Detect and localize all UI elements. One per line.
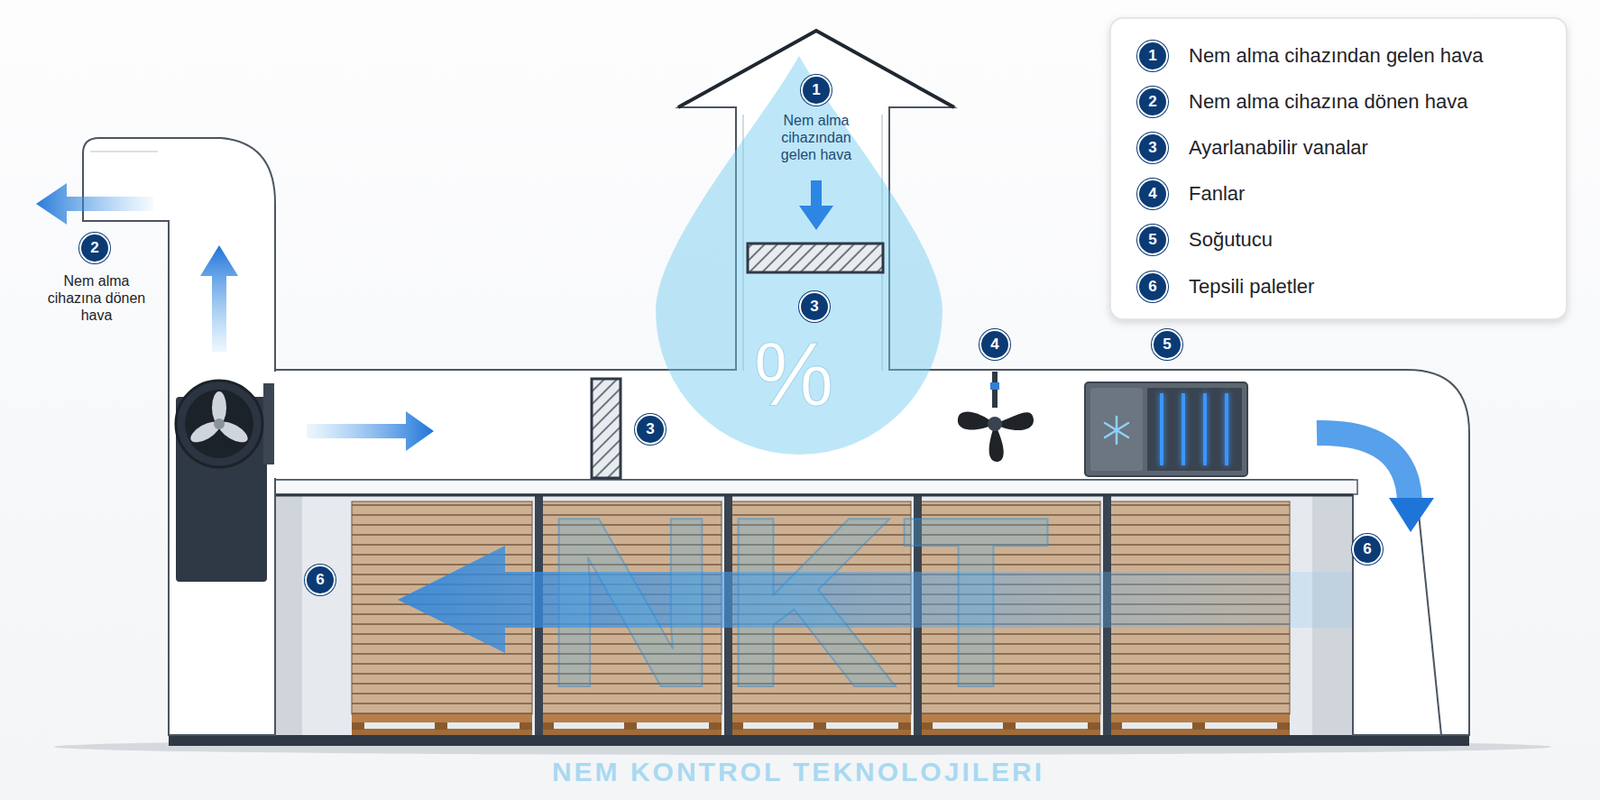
- chimney-roof: [678, 30, 955, 108]
- cooler-unit: [1104, 422, 1129, 438]
- legend-number: 4: [1137, 178, 1168, 210]
- cooler-unit: [1161, 393, 1227, 466]
- return-fan: [175, 380, 263, 468]
- cooler-unit: [1181, 393, 1186, 466]
- duct-valve: [591, 378, 621, 479]
- legend-text: Tepsili paletler: [1188, 275, 1315, 299]
- circulation-fan: [990, 382, 1000, 390]
- return-fan: [263, 383, 275, 465]
- tray-pallets: [351, 728, 533, 736]
- callout-number: 6: [304, 564, 336, 596]
- tray-pallets: [519, 722, 533, 730]
- callout-number: 5: [1151, 329, 1183, 360]
- flow-caption: Nem alma cihazına dönen hava: [42, 272, 151, 325]
- return-fan: [213, 418, 225, 430]
- cooler-unit: [1085, 382, 1248, 477]
- cooler-unit: [1224, 393, 1229, 466]
- legend-number: 3: [1137, 132, 1168, 164]
- return-fan: [175, 380, 275, 582]
- flow-arrow-head: [1388, 497, 1435, 533]
- flow-caption: Nem alma cihazından gelen hava: [766, 111, 866, 165]
- tray-pallets: [730, 728, 911, 736]
- cooler-unit: [1104, 416, 1129, 444]
- flow-arrow: [200, 245, 239, 352]
- callout-number: 6: [1351, 533, 1383, 565]
- flow-arrow: [1316, 432, 1410, 501]
- return-fan: [187, 391, 251, 447]
- return-fan: [184, 389, 254, 459]
- tray-pallets: [351, 714, 533, 723]
- callout-number: 1: [800, 74, 832, 106]
- legend-text: Nem alma cihazına dönen hava: [1188, 90, 1468, 114]
- percent-symbol: %: [754, 328, 835, 419]
- circulation-fan: [987, 416, 1003, 432]
- duct-edge: [1417, 505, 1442, 736]
- tray-pallets: [919, 728, 1101, 736]
- legend-panel: [1110, 18, 1567, 320]
- legend-text: Nem alma cihazından gelen hava: [1188, 44, 1484, 68]
- tray-pallets: [1109, 722, 1122, 730]
- legend-number: 2: [1137, 86, 1168, 118]
- tray-pallets: [1087, 722, 1101, 730]
- circulation-fan: [957, 371, 1034, 462]
- legend-text: Soğutucu: [1188, 228, 1273, 252]
- top-valve: [747, 243, 883, 273]
- callout-number: 3: [799, 291, 830, 322]
- callout-number: 4: [979, 329, 1011, 360]
- legend-text: Fanlar: [1188, 182, 1245, 206]
- callout-number: 2: [79, 232, 111, 264]
- chamber: [168, 735, 1470, 746]
- legend-text: Ayarlanabilir vanalar: [1188, 136, 1369, 160]
- watermark-text: NEM KONTROL TEKNOLOJILERI: [551, 758, 1045, 786]
- flow-arrow: [799, 180, 834, 230]
- watermark-logo: NKT: [542, 480, 1055, 725]
- cooler-unit: [1147, 387, 1242, 471]
- flow-arrow: [306, 411, 434, 451]
- legend-number: 6: [1137, 271, 1168, 303]
- tray-pallets: [1192, 722, 1205, 730]
- cooler-unit: [1203, 393, 1207, 466]
- tray-pallets: [434, 722, 448, 730]
- cooler-unit: [1104, 422, 1129, 438]
- legend-number: 5: [1137, 224, 1168, 256]
- chamber: [275, 494, 303, 736]
- cooler-unit: [1159, 393, 1164, 466]
- tray-pallets: [351, 722, 365, 730]
- legend-number: 1: [1137, 40, 1168, 72]
- return-column: [82, 137, 276, 736]
- humidity-drop: [655, 55, 943, 455]
- cooler-unit: [1090, 387, 1143, 471]
- tray-pallets: [1109, 728, 1290, 736]
- callout-number: 3: [634, 413, 666, 445]
- cooler-unit: [1085, 382, 1248, 477]
- outlet-edge: [90, 150, 158, 153]
- flow-arrow: [36, 183, 154, 225]
- tray-pallets: [541, 728, 722, 736]
- tray-pallets: [1109, 714, 1290, 723]
- tray-pallets: [1277, 722, 1290, 730]
